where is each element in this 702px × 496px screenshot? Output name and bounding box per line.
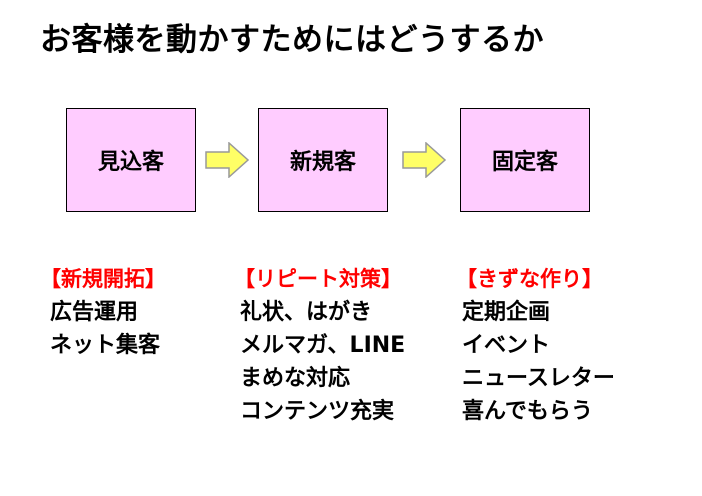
- column-bond-building: 【きずな作り】 定期企画 イベント ニュースレター 喜んでもらう: [456, 262, 615, 428]
- column-item: メルマガ、LINE: [240, 333, 406, 358]
- column-new-acquisition: 【新規開拓】 広告運用 ネット集客: [40, 262, 166, 362]
- column-item: ネット集客: [50, 333, 161, 358]
- stage-label: 新規客: [289, 150, 356, 175]
- column-item-list: 礼状、はがき メルマガ、LINE まめな対応 コンテンツ充実: [234, 296, 405, 428]
- page-title: お客様を動かすためにはどうするか: [40, 22, 544, 58]
- column-heading: 【リピート対策】: [234, 267, 402, 291]
- column-item-list: 広告運用 ネット集客: [40, 296, 166, 362]
- stage-box-new-customer: 新規客: [258, 108, 388, 212]
- column-item: ニュースレター: [462, 366, 615, 391]
- column-item: イベント: [462, 333, 551, 358]
- column-item: 礼状、はがき: [240, 300, 373, 325]
- column-item: コンテンツ充実: [240, 399, 395, 424]
- column-item: まめな対応: [240, 366, 351, 391]
- column-item: 定期企画: [462, 300, 551, 325]
- stage-label: 見込客: [97, 150, 164, 175]
- column-item: 広告運用: [50, 300, 139, 325]
- column-heading: 【新規開拓】: [40, 267, 166, 291]
- right-arrow-icon: [205, 142, 249, 178]
- column-heading: 【きずな作り】: [456, 267, 603, 291]
- right-arrow-icon: [402, 142, 446, 178]
- stage-box-prospect: 見込客: [66, 108, 196, 212]
- stage-label: 固定客: [491, 150, 558, 175]
- column-item: 喜んでもらう: [462, 399, 593, 424]
- column-repeat-measures: 【リピート対策】 礼状、はがき メルマガ、LINE まめな対応 コンテンツ充実: [234, 262, 405, 428]
- column-item-list: 定期企画 イベント ニュースレター 喜んでもらう: [456, 296, 615, 428]
- stage-box-loyal-customer: 固定客: [460, 108, 590, 212]
